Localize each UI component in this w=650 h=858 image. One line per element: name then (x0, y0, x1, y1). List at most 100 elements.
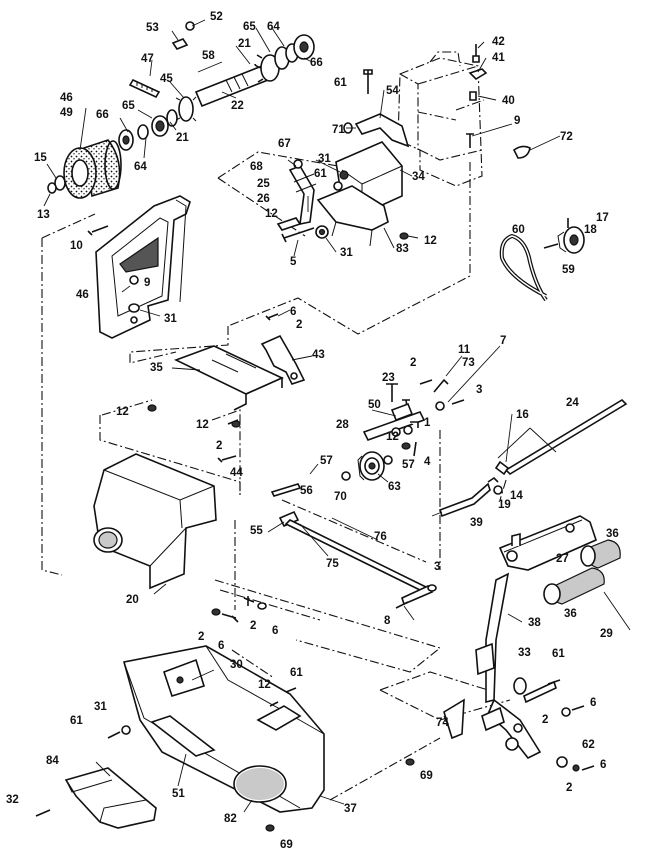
callout-31: 31 (318, 153, 331, 165)
callout-7: 7 (500, 335, 506, 347)
leader-lines (43, 19, 561, 813)
callout-44: 44 (230, 467, 243, 479)
callout-76: 76 (374, 531, 387, 543)
callout-13: 13 (37, 209, 50, 221)
callout-60: 60 (512, 224, 525, 236)
callout-21: 21 (238, 38, 251, 50)
callout-14: 14 (510, 490, 523, 502)
callout-2: 2 (542, 714, 548, 726)
callout-33: 33 (518, 647, 531, 659)
pulley-and-belt (499, 218, 585, 302)
callout-5: 5 (290, 256, 297, 268)
callout-9: 9 (144, 277, 150, 289)
callout-23: 23 (382, 372, 395, 384)
callout-17: 17 (596, 212, 609, 224)
callout-46: 46 (60, 92, 73, 104)
callout-64: 64 (134, 161, 147, 173)
callout-57: 57 (402, 459, 415, 471)
callout-19: 19 (498, 499, 511, 511)
callout-4: 4 (424, 456, 431, 468)
callout-35: 35 (150, 362, 163, 374)
callout-24: 24 (566, 397, 579, 409)
callout-46: 46 (76, 289, 89, 301)
callout-34: 34 (412, 171, 425, 183)
callout-12: 12 (258, 679, 271, 691)
callout-52: 52 (210, 11, 223, 23)
callout-53: 53 (146, 22, 159, 34)
callout-41: 41 (492, 52, 505, 64)
callout-11: 11 (458, 344, 471, 356)
callout-82: 82 (224, 813, 237, 825)
callout-38: 38 (528, 617, 541, 629)
callout-83: 83 (396, 243, 409, 255)
callout-63: 63 (388, 481, 401, 493)
shift-lever (443, 515, 631, 772)
callout-37: 37 (344, 803, 357, 815)
callout-2: 2 (250, 620, 256, 632)
callout-56: 56 (300, 485, 313, 497)
callout-69: 69 (420, 770, 433, 782)
callout-39: 39 (470, 517, 483, 529)
callout-26: 26 (257, 193, 270, 205)
callout-22: 22 (231, 100, 244, 112)
callout-12: 12 (386, 431, 399, 443)
callout-70: 70 (334, 491, 347, 503)
callout-3: 3 (434, 561, 440, 573)
nut-part (185, 21, 195, 31)
callout-72: 72 (560, 131, 573, 143)
chute-gear-assembly (47, 21, 315, 199)
callout-75: 75 (326, 558, 339, 570)
handle-frame (87, 195, 191, 339)
callout-3: 3 (476, 384, 482, 396)
assembly-lines (41, 151, 511, 801)
callout-1: 1 (424, 417, 431, 429)
callout-66: 66 (96, 109, 109, 121)
callout-31: 31 (94, 701, 107, 713)
callout-21: 21 (176, 132, 189, 144)
callout-20: 20 (126, 594, 139, 606)
callout-62: 62 (582, 739, 595, 751)
callout-49: 49 (60, 107, 73, 119)
callout-2: 2 (198, 631, 204, 643)
key-part (171, 38, 189, 50)
callout-74: 74 (436, 717, 449, 729)
callout-55: 55 (250, 525, 263, 537)
callout-6: 6 (218, 640, 224, 652)
callout-61: 61 (314, 168, 327, 180)
callout-65: 65 (243, 21, 256, 33)
callout-15: 15 (34, 152, 47, 164)
callout-10: 10 (70, 240, 83, 252)
callout-84: 84 (46, 755, 59, 767)
callout-12: 12 (424, 235, 437, 247)
callout-36: 36 (564, 608, 577, 620)
callout-12: 12 (196, 419, 209, 431)
callout-36: 36 (606, 528, 619, 540)
callout-61: 61 (70, 715, 83, 727)
callout-69: 69 (280, 839, 293, 851)
callouts: 52 53 47 65 64 21 58 66 45 22 46 49 66 6… (6, 11, 619, 851)
callout-6: 6 (272, 625, 278, 637)
callout-28: 28 (336, 419, 349, 431)
callout-50: 50 (368, 399, 381, 411)
control-linkage (270, 378, 628, 609)
callout-54: 54 (386, 85, 399, 97)
callout-51: 51 (172, 788, 185, 800)
callout-42: 42 (492, 36, 505, 48)
callout-12: 12 (116, 406, 129, 418)
callout-61: 61 (290, 667, 303, 679)
belt-cover-bracket (276, 113, 410, 247)
callout-6: 6 (590, 697, 596, 709)
callout-31: 31 (164, 313, 177, 325)
callout-25: 25 (257, 178, 270, 190)
callout-29: 29 (600, 628, 613, 640)
callout-64: 64 (267, 21, 280, 33)
callout-57: 57 (320, 455, 333, 467)
callout-27: 27 (556, 553, 569, 565)
callout-40: 40 (502, 95, 515, 107)
callout-73: 73 (462, 357, 475, 369)
callout-61: 61 (334, 77, 347, 89)
lower-frame (35, 645, 415, 832)
callout-61: 61 (552, 648, 565, 660)
callout-65: 65 (122, 100, 135, 112)
